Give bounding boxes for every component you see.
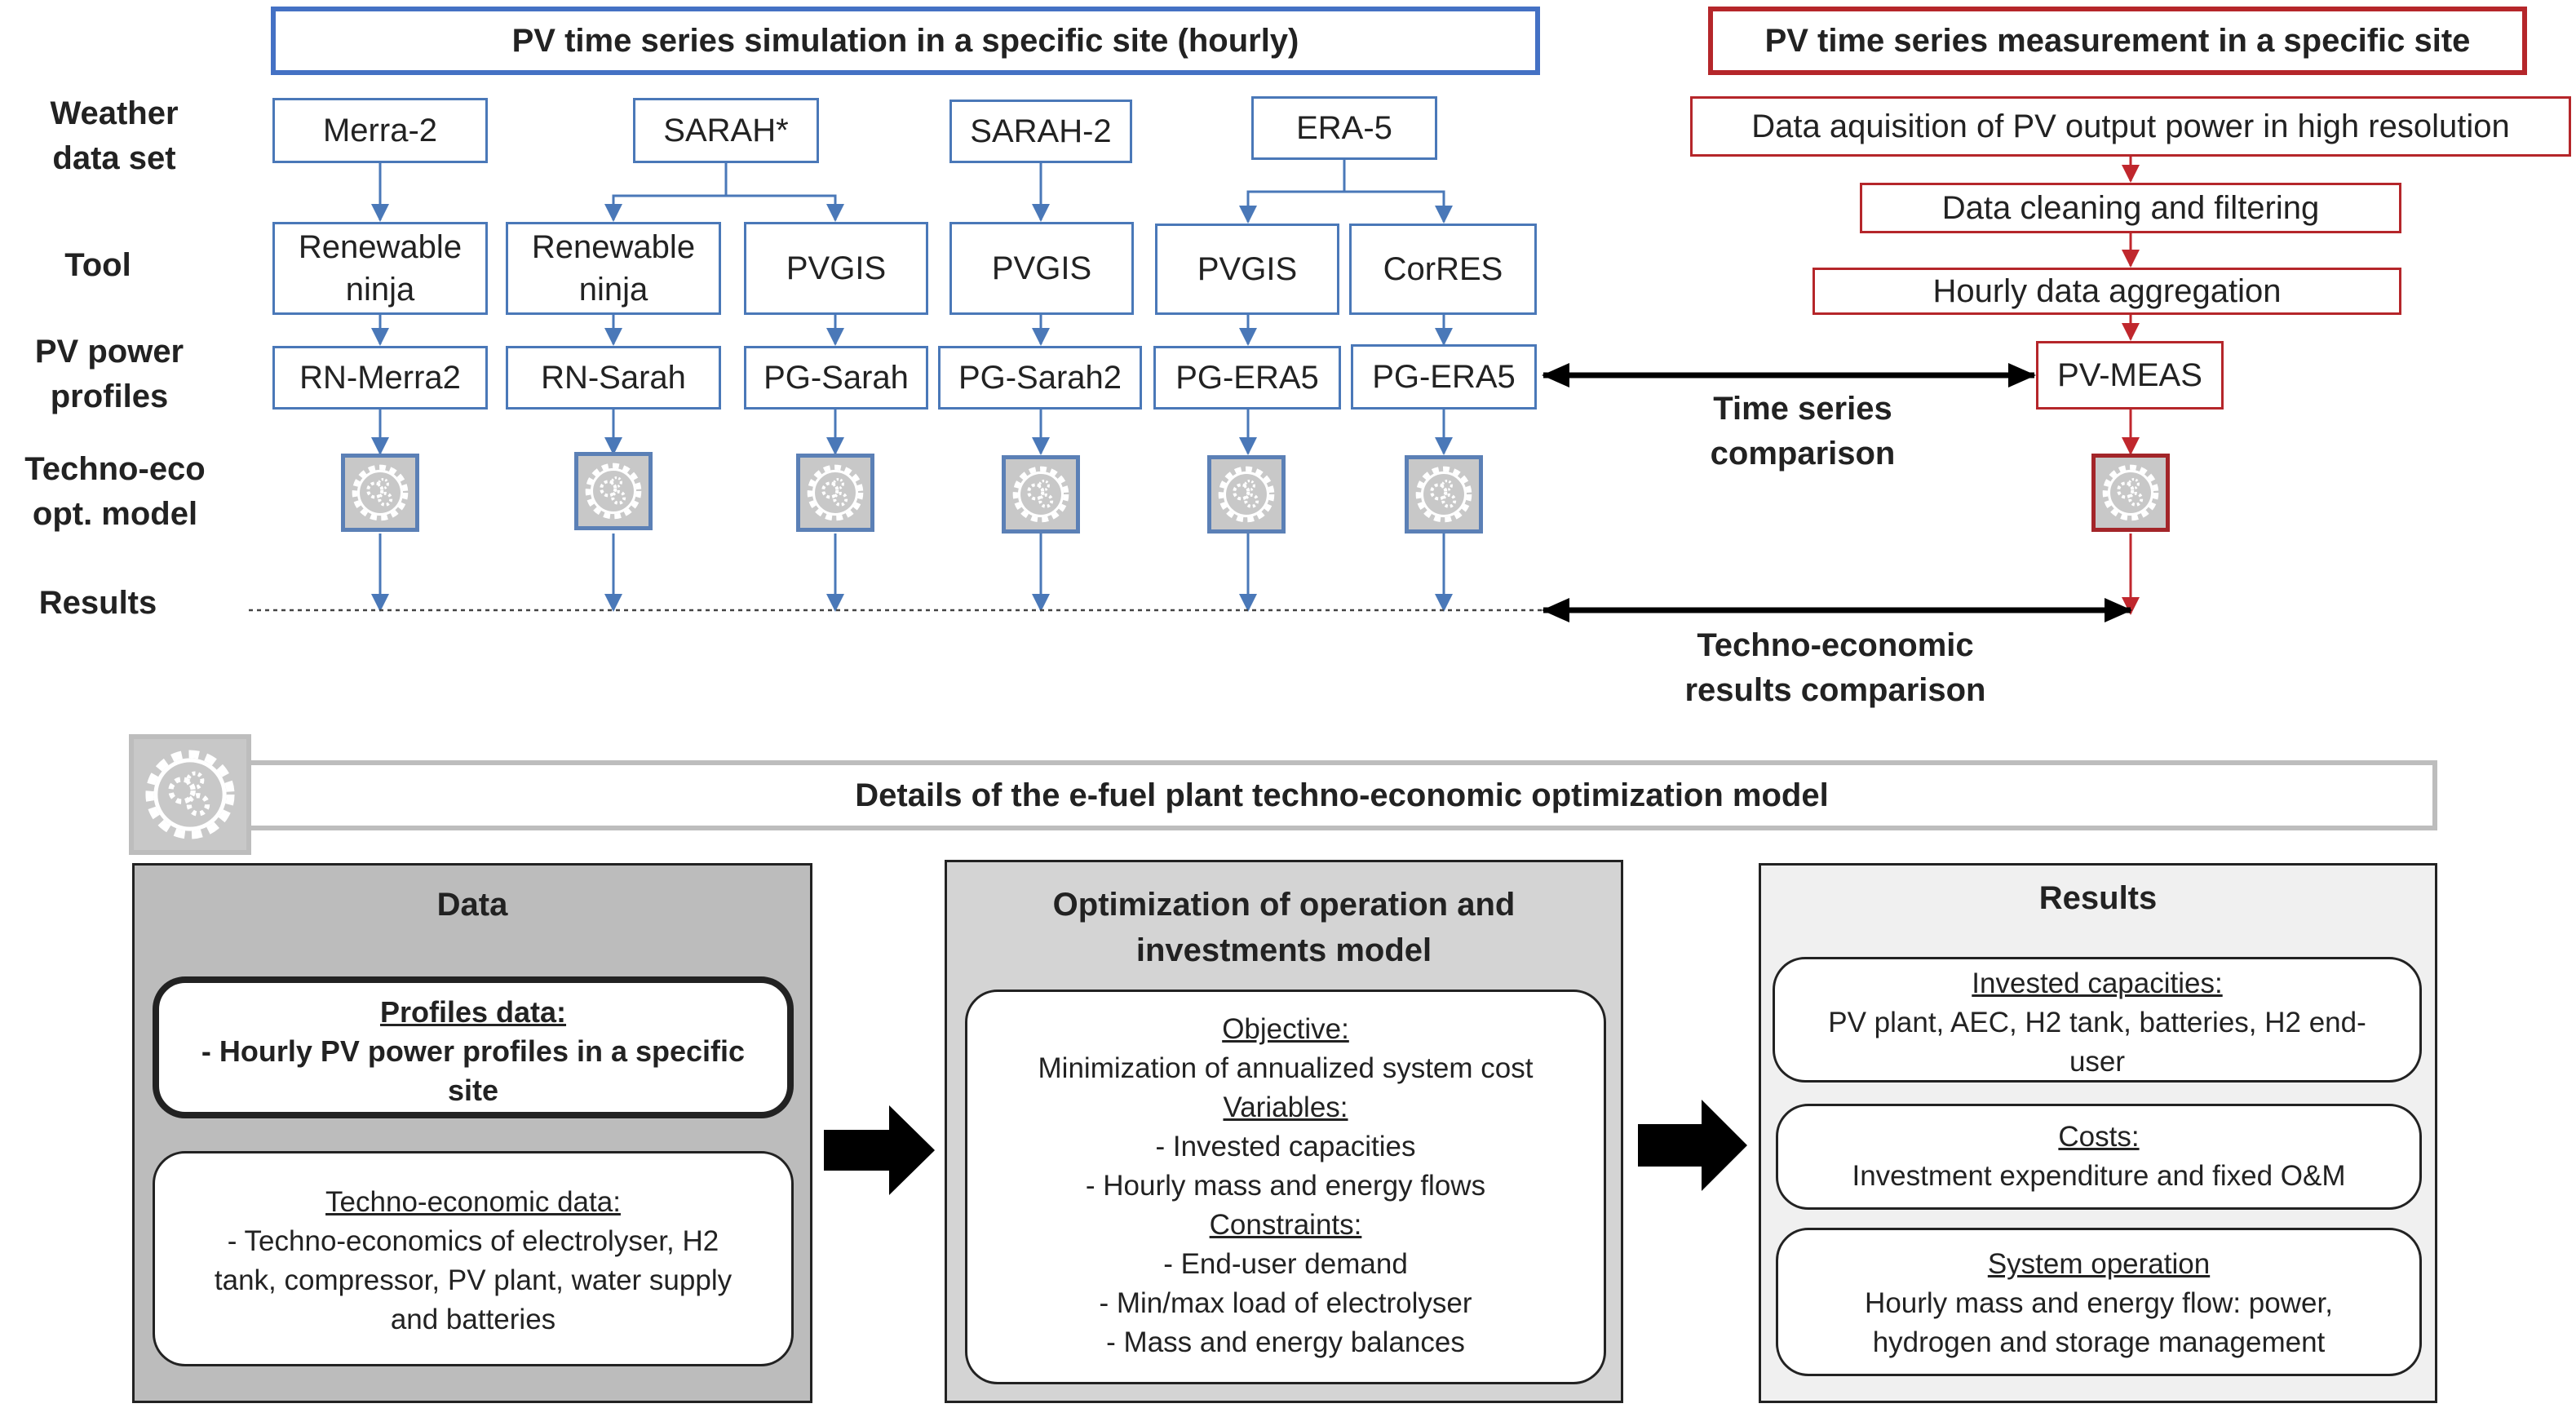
tool-corres: CorRES (1349, 224, 1537, 315)
dataset-sarah: SARAH* (633, 98, 819, 163)
meas-step-aggregation: Hourly data aggregation (1812, 268, 2401, 315)
invested-capacities-box: Invested capacities: PV plant, AEC, H2 t… (1773, 957, 2422, 1083)
meas-step-acquisition: Data aquisition of PV output power in hi… (1690, 96, 2571, 157)
tool-pvgis-3: PVGIS (1155, 224, 1339, 315)
measurement-header: PV time series measurement in a specific… (1708, 7, 2527, 75)
dataset-sarah2: SARAH-2 (949, 100, 1132, 163)
row-label-tool: Tool (64, 247, 131, 283)
results-panel: Results Invested capacities: PV plant, A… (1759, 863, 2437, 1403)
simulation-header: PV time series simulation in a specific … (271, 7, 1540, 75)
optimization-details-box: Objective: Minimization of annualized sy… (965, 990, 1606, 1384)
profile-rn-sarah: RN-Sarah (506, 346, 721, 410)
data-panel-title: Data (436, 887, 508, 923)
dataset-era5: ERA-5 (1251, 96, 1437, 160)
model-gear-icon-measured (2091, 454, 2170, 532)
dataset-merra2: Merra-2 (272, 98, 488, 163)
data-panel: Data Profiles data: - Hourly PV power pr… (132, 863, 812, 1403)
profile-pv-meas: PV-MEAS (2036, 341, 2224, 410)
profile-pg-era5-1: PG-ERA5 (1153, 346, 1341, 410)
model-gear-icon (796, 454, 874, 532)
gear-icon-large (129, 734, 251, 855)
model-gear-icon (1405, 455, 1483, 534)
tool-pvgis-2: PVGIS (949, 222, 1134, 315)
costs-box: Costs: Investment expenditure and fixed … (1776, 1104, 2422, 1210)
profile-pg-era5-2: PG-ERA5 (1351, 344, 1537, 410)
system-operation-box: System operation Hourly mass and energy … (1776, 1228, 2422, 1376)
model-gear-icon (1207, 455, 1286, 534)
model-details-header: Details of the e-fuel plant techno-econo… (251, 760, 2437, 830)
results-panel-title: Results (2038, 880, 2158, 916)
row-label-results: Results (38, 585, 157, 621)
profile-pg-sarah: PG-Sarah (744, 346, 928, 410)
model-gear-icon (1002, 455, 1080, 534)
meas-step-cleaning: Data cleaning and filtering (1860, 183, 2401, 233)
model-gear-icon (574, 452, 653, 530)
techno-economic-data-box: Techno-economic data: - Techno-economics… (153, 1151, 794, 1366)
profile-pg-sarah2: PG-Sarah2 (938, 346, 1142, 410)
tool-pvgis-1: PVGIS (744, 222, 928, 315)
profile-rn-merra2: RN-Merra2 (272, 346, 488, 410)
model-gear-icon (341, 454, 419, 532)
profiles-data-box: Profiles data: - Hourly PV power profile… (153, 976, 794, 1118)
